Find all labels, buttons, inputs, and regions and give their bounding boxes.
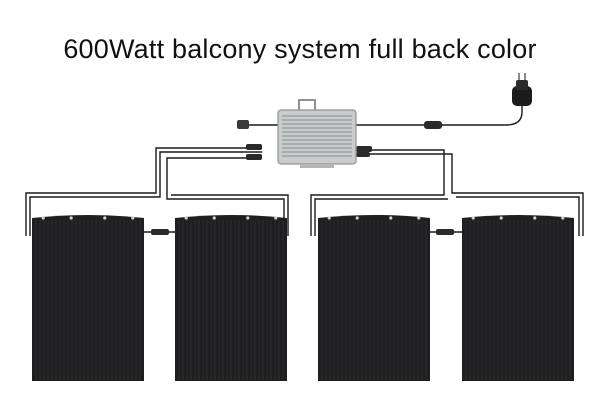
ac-connector xyxy=(424,121,442,129)
solar-panel xyxy=(175,215,287,381)
diagram-title: 600Watt balcony system full back color xyxy=(63,34,537,64)
cable-right-inner xyxy=(456,196,580,236)
cable-right-panel3-inner xyxy=(314,198,448,236)
mc4-connector xyxy=(151,229,169,235)
cable-left-inner xyxy=(29,151,262,236)
mc4-connectors xyxy=(151,144,454,235)
cable-right-panel3 xyxy=(310,149,445,236)
microinverter-icon xyxy=(277,99,357,168)
ac-cable xyxy=(246,104,523,126)
solar-panels xyxy=(32,215,574,381)
schuko-plug-icon xyxy=(512,73,532,106)
solar-panel xyxy=(32,215,144,381)
ac-end-cap xyxy=(237,120,249,129)
cable-left-panel2-inner xyxy=(171,194,289,236)
solar-panel xyxy=(318,215,430,381)
mc4-connector xyxy=(356,146,372,152)
mc4-connector xyxy=(246,144,262,150)
cable-right-outer xyxy=(356,153,584,236)
mc4-connector xyxy=(246,154,262,160)
cable-left-panel2 xyxy=(166,157,285,236)
solar-panel xyxy=(462,215,574,381)
mc4-connector xyxy=(356,152,370,157)
mc4-connector xyxy=(436,229,454,235)
cable-left-outer xyxy=(25,147,262,236)
